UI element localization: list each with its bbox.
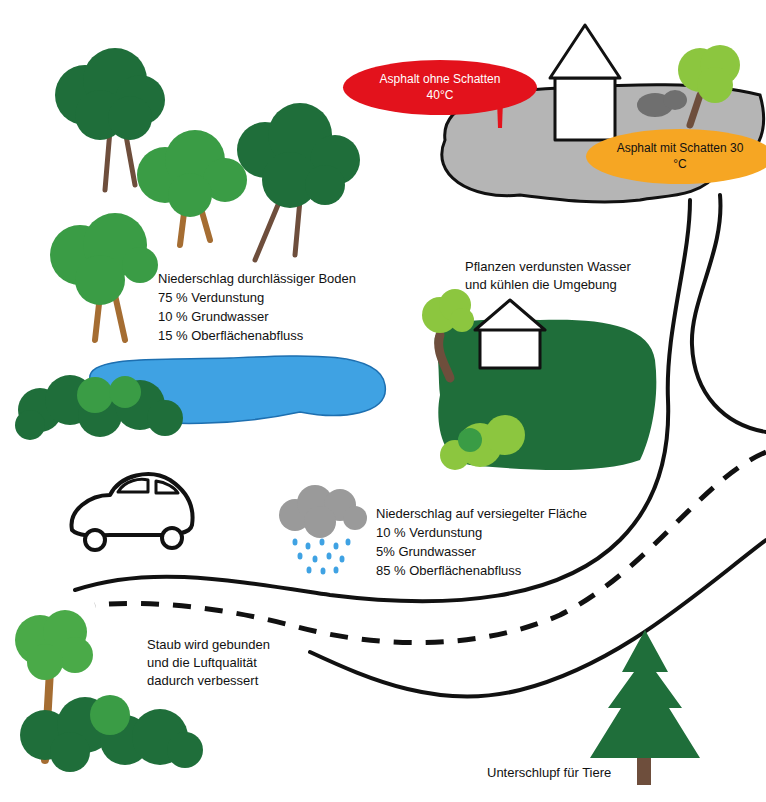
annotation-text: Niederschlag durchlässiger Boden — [158, 270, 356, 288]
annotation-text: 10 % Verdunstung — [376, 524, 482, 542]
house — [475, 300, 545, 368]
annotation-text: 85 % Oberflächenabfluss — [376, 562, 521, 580]
rain — [321, 568, 326, 575]
cloud — [279, 485, 367, 538]
house — [480, 328, 540, 368]
car — [162, 528, 182, 548]
bubble-shape — [343, 60, 537, 115]
bush — [77, 377, 113, 413]
bush — [147, 400, 183, 436]
house — [555, 78, 615, 140]
annotation-text: Staub wird gebunden und die Luftqualität… — [147, 636, 283, 691]
car — [156, 481, 178, 493]
bubble-shape — [586, 129, 766, 184]
temperature-label: Asphalt mit Schatten 30 °C — [613, 140, 748, 172]
bush — [77, 376, 141, 413]
tree-crown — [27, 644, 63, 680]
cloud — [304, 506, 336, 538]
tree-crown — [450, 308, 474, 332]
bush — [485, 415, 525, 455]
rain — [307, 567, 312, 574]
car — [118, 479, 148, 492]
tree-crown — [75, 255, 125, 305]
temperature-bubble: Asphalt ohne Schatten 40°C — [343, 60, 537, 115]
rain — [334, 567, 339, 574]
bush — [109, 376, 141, 408]
bush — [15, 410, 45, 440]
tree-trunk — [295, 200, 300, 255]
tree-crown — [697, 67, 733, 103]
car — [85, 530, 105, 550]
tree-crown — [57, 637, 93, 673]
tree-crown — [305, 165, 345, 205]
cloud — [343, 506, 367, 530]
house — [475, 300, 545, 330]
tree-trunk — [439, 335, 450, 378]
rain — [306, 543, 311, 550]
bush — [440, 415, 525, 470]
tree-crown — [108, 96, 152, 140]
annotation-text: Unterschlupf für Tiere — [487, 764, 611, 782]
tree-crown — [122, 247, 158, 283]
rain — [346, 539, 351, 546]
rock — [637, 90, 687, 117]
tree-crown — [15, 610, 93, 680]
car — [72, 474, 193, 550]
temperature-label: Asphalt ohne Schatten 40°C — [370, 71, 510, 103]
house — [550, 25, 620, 140]
road — [75, 195, 766, 696]
rain — [313, 556, 318, 563]
road — [95, 452, 766, 643]
tree-trunk — [637, 755, 651, 785]
bubble-shape — [586, 129, 766, 184]
road — [310, 540, 766, 696]
tree-trunk — [690, 95, 700, 125]
bush — [167, 732, 203, 768]
house — [550, 25, 620, 78]
rain — [320, 539, 325, 546]
annotation-text: Niederschlag auf versiegelter Fläche — [376, 505, 587, 523]
temperature-bubble: Asphalt mit Schatten 30 °C — [586, 129, 766, 184]
rain — [293, 539, 351, 575]
bush — [15, 375, 183, 440]
bush — [458, 428, 482, 452]
road — [692, 195, 766, 432]
rain — [327, 553, 332, 560]
rain — [293, 539, 298, 546]
tree-crown — [678, 45, 740, 103]
bush — [50, 732, 90, 772]
annotation-text: 15 % Oberflächenabfluss — [158, 327, 303, 345]
garden — [435, 319, 657, 470]
rock — [663, 90, 687, 110]
annotation-text: 10 % Grundwasser — [158, 308, 269, 326]
annotation-text: 5% Grundwasser — [376, 543, 476, 561]
bubble-shape — [343, 60, 537, 115]
fir-tree — [590, 630, 700, 758]
rain — [298, 553, 303, 560]
tree-crown — [422, 289, 474, 333]
bush — [90, 695, 130, 735]
road — [75, 200, 690, 601]
rain — [340, 556, 345, 563]
tree-trunk — [115, 295, 125, 340]
annotation-text: 75 % Verdunstung — [158, 289, 264, 307]
tree-crown — [168, 173, 212, 217]
tree-trunk — [255, 200, 280, 260]
annotation-text: Pflanzen verdunsten Wasser und kühlen di… — [465, 258, 651, 294]
rain — [334, 543, 339, 550]
